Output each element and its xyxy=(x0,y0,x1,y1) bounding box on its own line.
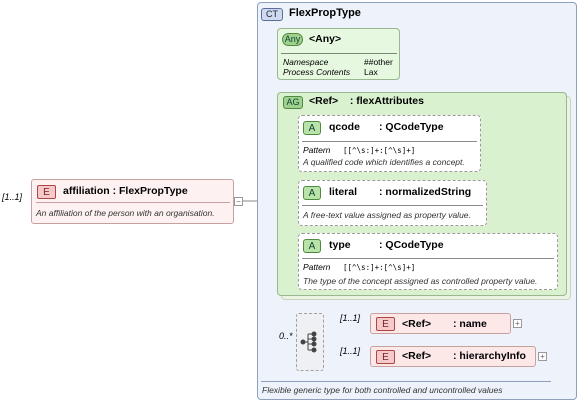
complex-type-badge: CT xyxy=(261,8,283,21)
sequence-box[interactable] xyxy=(296,313,324,371)
attribute-description: A free-text value assigned as property v… xyxy=(303,210,471,220)
attribute-literal-box[interactable] xyxy=(298,180,487,226)
attribute-description: A qualified code which identifies a conc… xyxy=(303,157,465,167)
attribute-type: : QCodeType xyxy=(379,239,444,251)
any-title: <Any> xyxy=(309,33,342,45)
attribute-name: literal xyxy=(329,186,358,198)
expand-toggle[interactable]: + xyxy=(538,352,547,361)
attribute-separator xyxy=(302,141,477,142)
sequence-icon xyxy=(300,331,317,353)
any-badge: Any xyxy=(282,33,303,46)
root-element-name: affiliation : FlexPropType xyxy=(63,185,188,197)
namespace-label: Namespace xyxy=(283,57,329,67)
complex-type-description: Flexible generic type for both controlle… xyxy=(262,385,503,395)
attribute-type: : QCodeType xyxy=(379,121,444,133)
attribute-badge: A xyxy=(303,239,321,253)
root-cardinality: [1..1] xyxy=(2,192,23,202)
attribute-badge: A xyxy=(303,186,321,200)
ref-label: <Ref> xyxy=(402,350,432,362)
element-badge: E xyxy=(376,317,395,331)
attribute-separator xyxy=(302,205,483,206)
attribute-type-box[interactable] xyxy=(298,233,558,290)
ref-cardinality: [1..1] xyxy=(340,346,361,356)
ref-element-name: : name xyxy=(453,318,487,330)
attribute-name: type xyxy=(329,239,351,251)
expand-toggle[interactable]: + xyxy=(513,319,522,328)
root-description: An affiliation of the person with an org… xyxy=(36,208,215,218)
pattern-label: Pattern xyxy=(303,262,331,272)
attribute-badge: A xyxy=(303,121,321,135)
ref-cardinality: [1..1] xyxy=(340,313,361,323)
sequence-cardinality: 0..* xyxy=(279,331,293,341)
process-contents-label: Process Contents xyxy=(283,67,351,77)
complex-type-title: FlexPropType xyxy=(289,7,361,19)
any-separator xyxy=(281,53,397,54)
root-separator xyxy=(36,202,230,203)
pattern-value: [[^\s:]+:[^\s]+] xyxy=(343,263,416,272)
ref-element-name: : hierarchyInfo xyxy=(453,350,526,362)
attribute-group-badge: AG xyxy=(283,96,303,109)
element-badge: E xyxy=(376,350,395,364)
pattern-value: [[^\s:]+:[^\s]+] xyxy=(343,146,416,155)
root-element-box[interactable] xyxy=(31,179,234,224)
attribute-type: : normalizedString xyxy=(379,186,472,198)
ref-name-box[interactable] xyxy=(370,313,511,334)
process-contents-value: Lax xyxy=(364,67,378,77)
attribute-description: The type of the concept assigned as cont… xyxy=(303,276,538,286)
ref-hierarchyinfo-box[interactable] xyxy=(370,346,536,367)
attribute-group-title: <Ref> : flexAttributes xyxy=(309,95,424,107)
ref-label: <Ref> xyxy=(402,318,432,330)
element-badge: E xyxy=(37,185,56,199)
attribute-qcode-box[interactable] xyxy=(298,115,481,172)
attribute-separator xyxy=(302,258,554,259)
namespace-value: ##other xyxy=(364,57,393,67)
footer-separator xyxy=(261,381,551,382)
collapse-toggle[interactable]: − xyxy=(234,197,243,206)
pattern-label: Pattern xyxy=(303,145,331,155)
attribute-name: qcode xyxy=(329,121,360,133)
